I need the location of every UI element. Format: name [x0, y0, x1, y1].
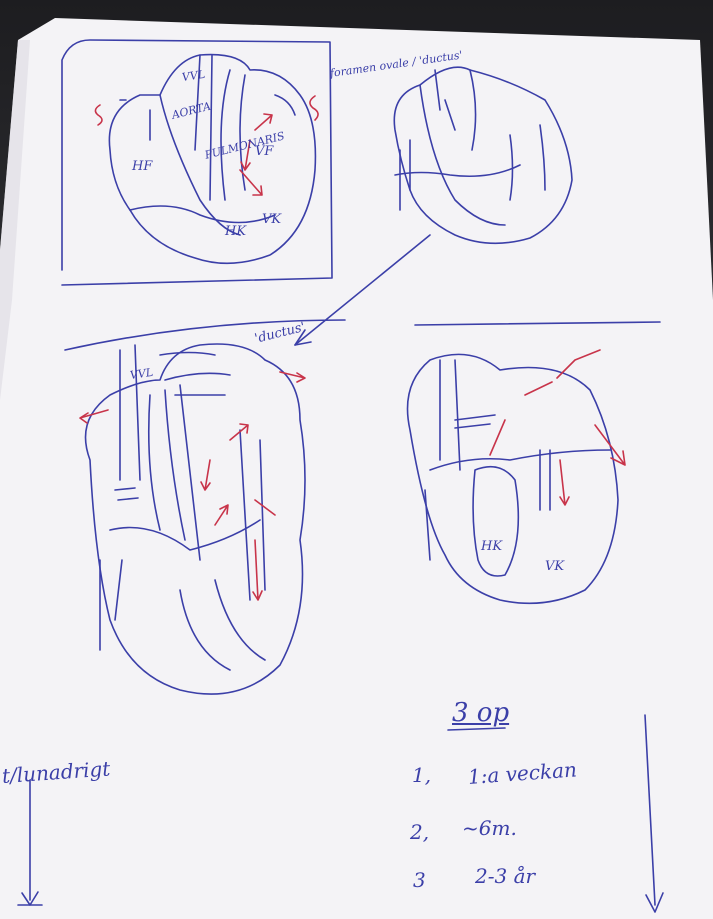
note-item-1-number: 1,	[412, 765, 431, 785]
note-item-2-number: 2,	[410, 822, 429, 842]
label-vk-bottom: VK	[545, 560, 564, 573]
label-vvl-top: VVL	[181, 69, 206, 83]
note-item-3-text: 2-3 år	[475, 866, 535, 886]
label-vvl-bottom: VVL	[129, 367, 154, 381]
note-item-2-text: ~6m.	[462, 818, 517, 838]
paper-sheet	[0, 18, 713, 919]
label-hk-bottom: HK	[481, 540, 502, 553]
label-hk-top: HK	[225, 225, 246, 238]
label-hf: HF	[132, 160, 152, 173]
label-vk-top: VK	[262, 213, 281, 226]
note-item-3-number: 3	[413, 870, 426, 890]
notes-heading: 3 op	[452, 700, 509, 726]
label-vf: VF	[255, 145, 273, 158]
